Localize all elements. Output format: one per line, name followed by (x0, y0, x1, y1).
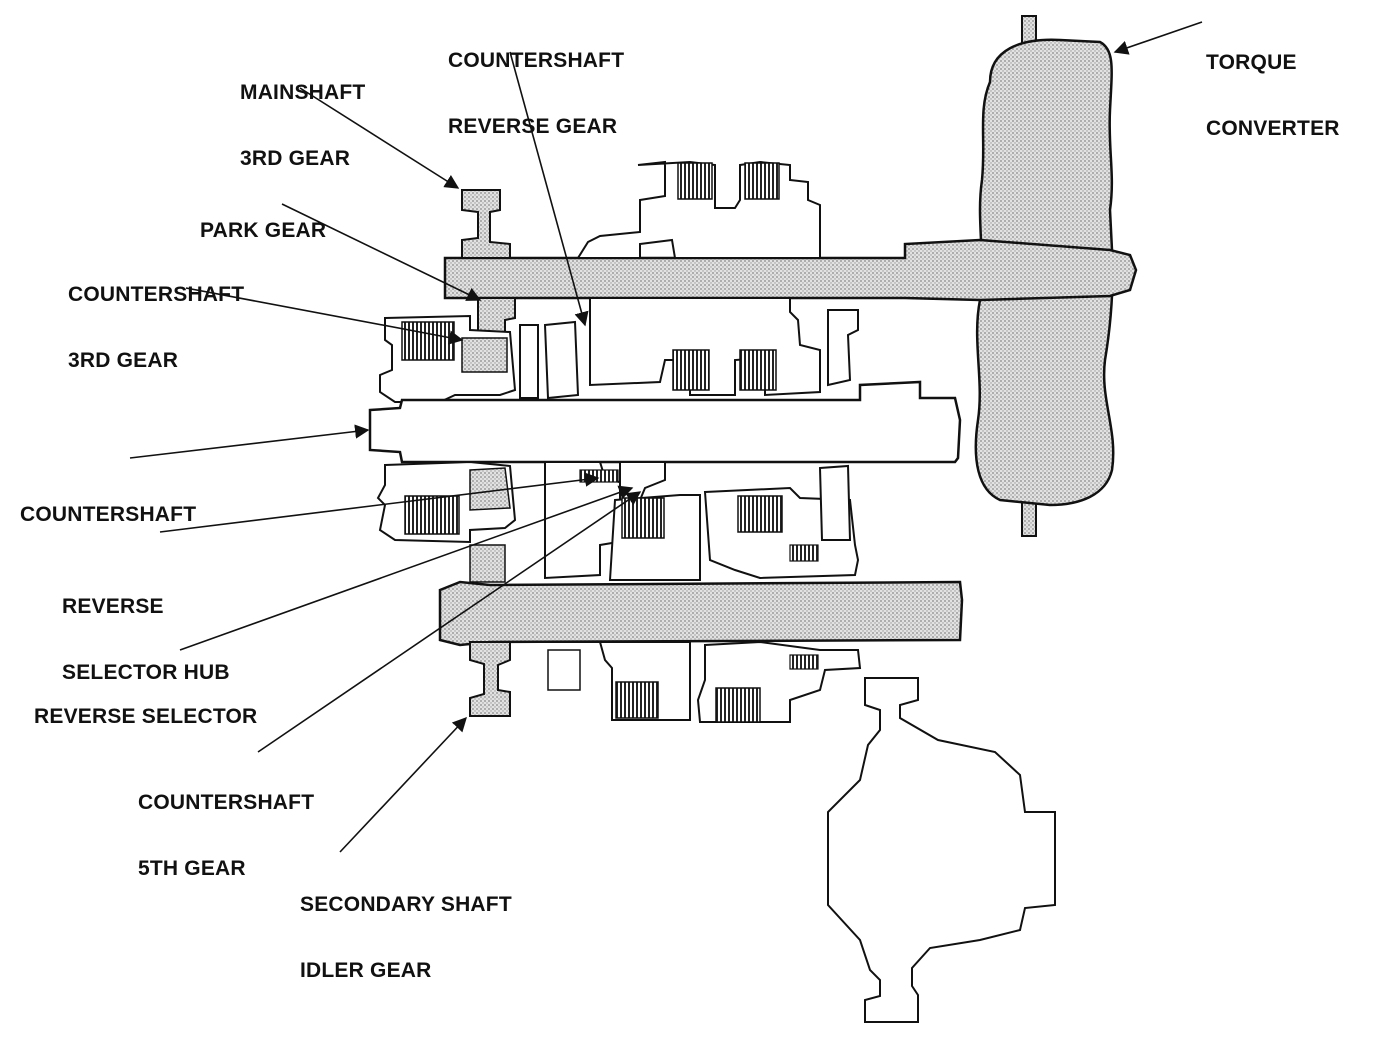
secondary-idler-gear-shape (469, 544, 511, 717)
leader-reverse-selector (179, 485, 634, 651)
leader-countershaft-5th-gear (257, 491, 642, 753)
countershaft-shape (368, 380, 962, 464)
leader-secondary-shaft-idler-gear (339, 716, 467, 853)
label-countershaft-5th-gear: COUNTERSHAFT 5TH GEAR (138, 748, 314, 924)
label-line: COUNTERSHAFT (448, 49, 625, 72)
secondary-shaft-shape (438, 580, 964, 647)
leader-park-gear (281, 203, 482, 301)
label-line: IDLER GEAR (300, 959, 432, 982)
leader-countershaft-reverse-gear (509, 51, 589, 327)
label-line: REVERSE (62, 595, 164, 618)
countershaft-3rd-clutch (379, 314, 580, 403)
leader-lines (129, 21, 1203, 853)
lower-clutch-assembly (376, 460, 860, 581)
label-line: COUNTERSHAFT (20, 503, 197, 526)
label-mainshaft-3rd-gear: MAINSHAFT 3RD GEAR (240, 38, 365, 214)
label-secondary-shaft-idler-gear: SECONDARY SHAFT IDLER GEAR (300, 850, 512, 1026)
mainshaft-shape (443, 238, 1138, 302)
leader-torque-converter (1113, 21, 1203, 55)
leader-mainshaft-3rd-gear (299, 87, 460, 189)
label-torque-converter: TORQUE CONVERTER (1206, 8, 1340, 184)
label-line: COUNTERSHAFT (138, 791, 315, 814)
label-line: COUNTERSHAFT (68, 283, 245, 306)
label-countershaft-reverse-gear: COUNTERSHAFT REVERSE GEAR (448, 6, 624, 182)
label-park-gear: PARK GEAR (200, 176, 326, 286)
differential-shape (827, 677, 1056, 1023)
leader-countershaft-3rd-gear (185, 287, 464, 345)
bottom-clutch-assembly (545, 640, 862, 723)
label-line: 3RD GEAR (68, 349, 179, 372)
leader-reverse-selector-hub (159, 472, 600, 533)
label-line: CONVERTER (1206, 117, 1340, 140)
label-line: TORQUE (1206, 51, 1297, 74)
label-line: SECONDARY SHAFT (300, 893, 512, 916)
label-line: 3RD GEAR (240, 147, 351, 170)
label-line: PARK GEAR (200, 219, 327, 242)
label-line: MAINSHAFT (240, 81, 366, 104)
upper-clutch-assembly (576, 160, 859, 397)
label-line: SELECTOR HUB (62, 661, 230, 684)
label-line: REVERSE GEAR (448, 115, 618, 138)
leader-countershaft (129, 424, 370, 459)
label-countershaft: COUNTERSHAFT (20, 460, 196, 570)
label-reverse-selector: REVERSE SELECTOR (34, 662, 257, 772)
label-line: REVERSE SELECTOR (34, 705, 258, 728)
label-reverse-selector-hub: REVERSE SELECTOR HUB (62, 552, 230, 728)
label-countershaft-3rd-gear: COUNTERSHAFT 3RD GEAR (68, 240, 244, 416)
label-line: 5TH GEAR (138, 857, 246, 880)
